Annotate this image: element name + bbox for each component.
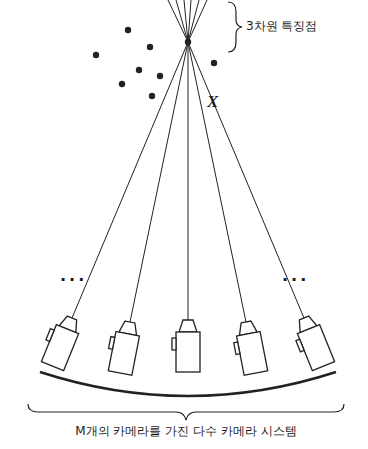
camera bbox=[172, 320, 200, 372]
system-brace bbox=[28, 404, 344, 420]
feature-points bbox=[93, 27, 217, 99]
camera bbox=[104, 319, 141, 375]
camera bbox=[289, 314, 334, 373]
feature-brace bbox=[228, 2, 242, 52]
system-label: M개의 카메라를 가진 다수 카메라 시스템 bbox=[75, 424, 296, 438]
point-name: X bbox=[207, 92, 218, 112]
camera-rig-arc bbox=[40, 372, 336, 396]
camera bbox=[230, 320, 267, 376]
cameras bbox=[38, 312, 335, 376]
feature-label: 3차원 특징점 bbox=[246, 19, 317, 33]
ellipsis: ... bbox=[282, 266, 309, 285]
ellipsis: ... bbox=[60, 266, 87, 285]
camera bbox=[38, 312, 83, 371]
ray-lines bbox=[72, 0, 304, 322]
